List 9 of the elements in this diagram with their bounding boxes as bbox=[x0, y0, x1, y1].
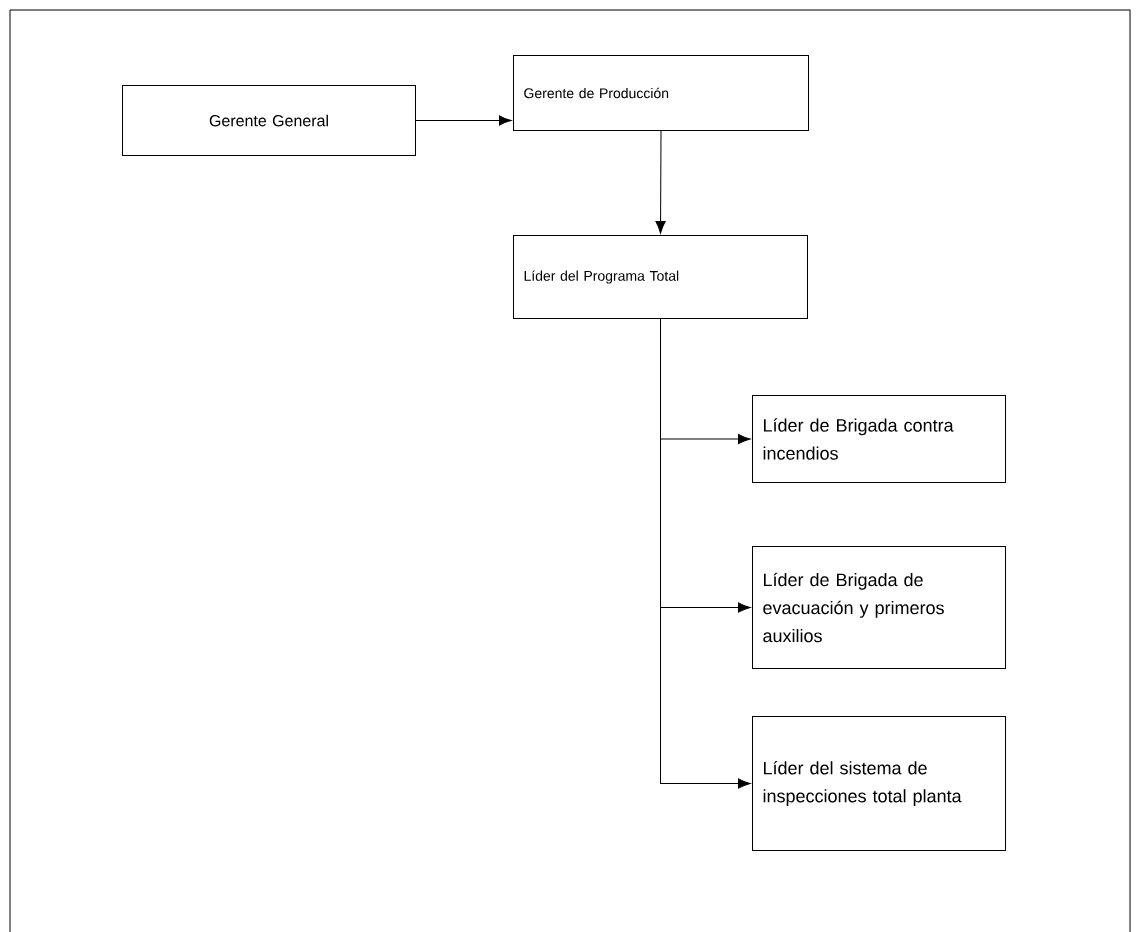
arrow bbox=[415, 115, 512, 126]
arrow bbox=[655, 130, 666, 234]
org-box: Líder de Brigada de evacuación y primeros auxilios bbox=[752, 546, 1006, 669]
org-box: Líder de Brigada contra incendios bbox=[752, 395, 1006, 483]
arrow bbox=[660, 318, 751, 789]
org-box: Líder del Programa Total bbox=[513, 235, 808, 319]
org-box: Gerente General bbox=[122, 85, 416, 156]
org-box: Líder del sistema de inspecciones total planta bbox=[752, 716, 1006, 851]
org-box: Gerente de Producción bbox=[513, 55, 809, 131]
